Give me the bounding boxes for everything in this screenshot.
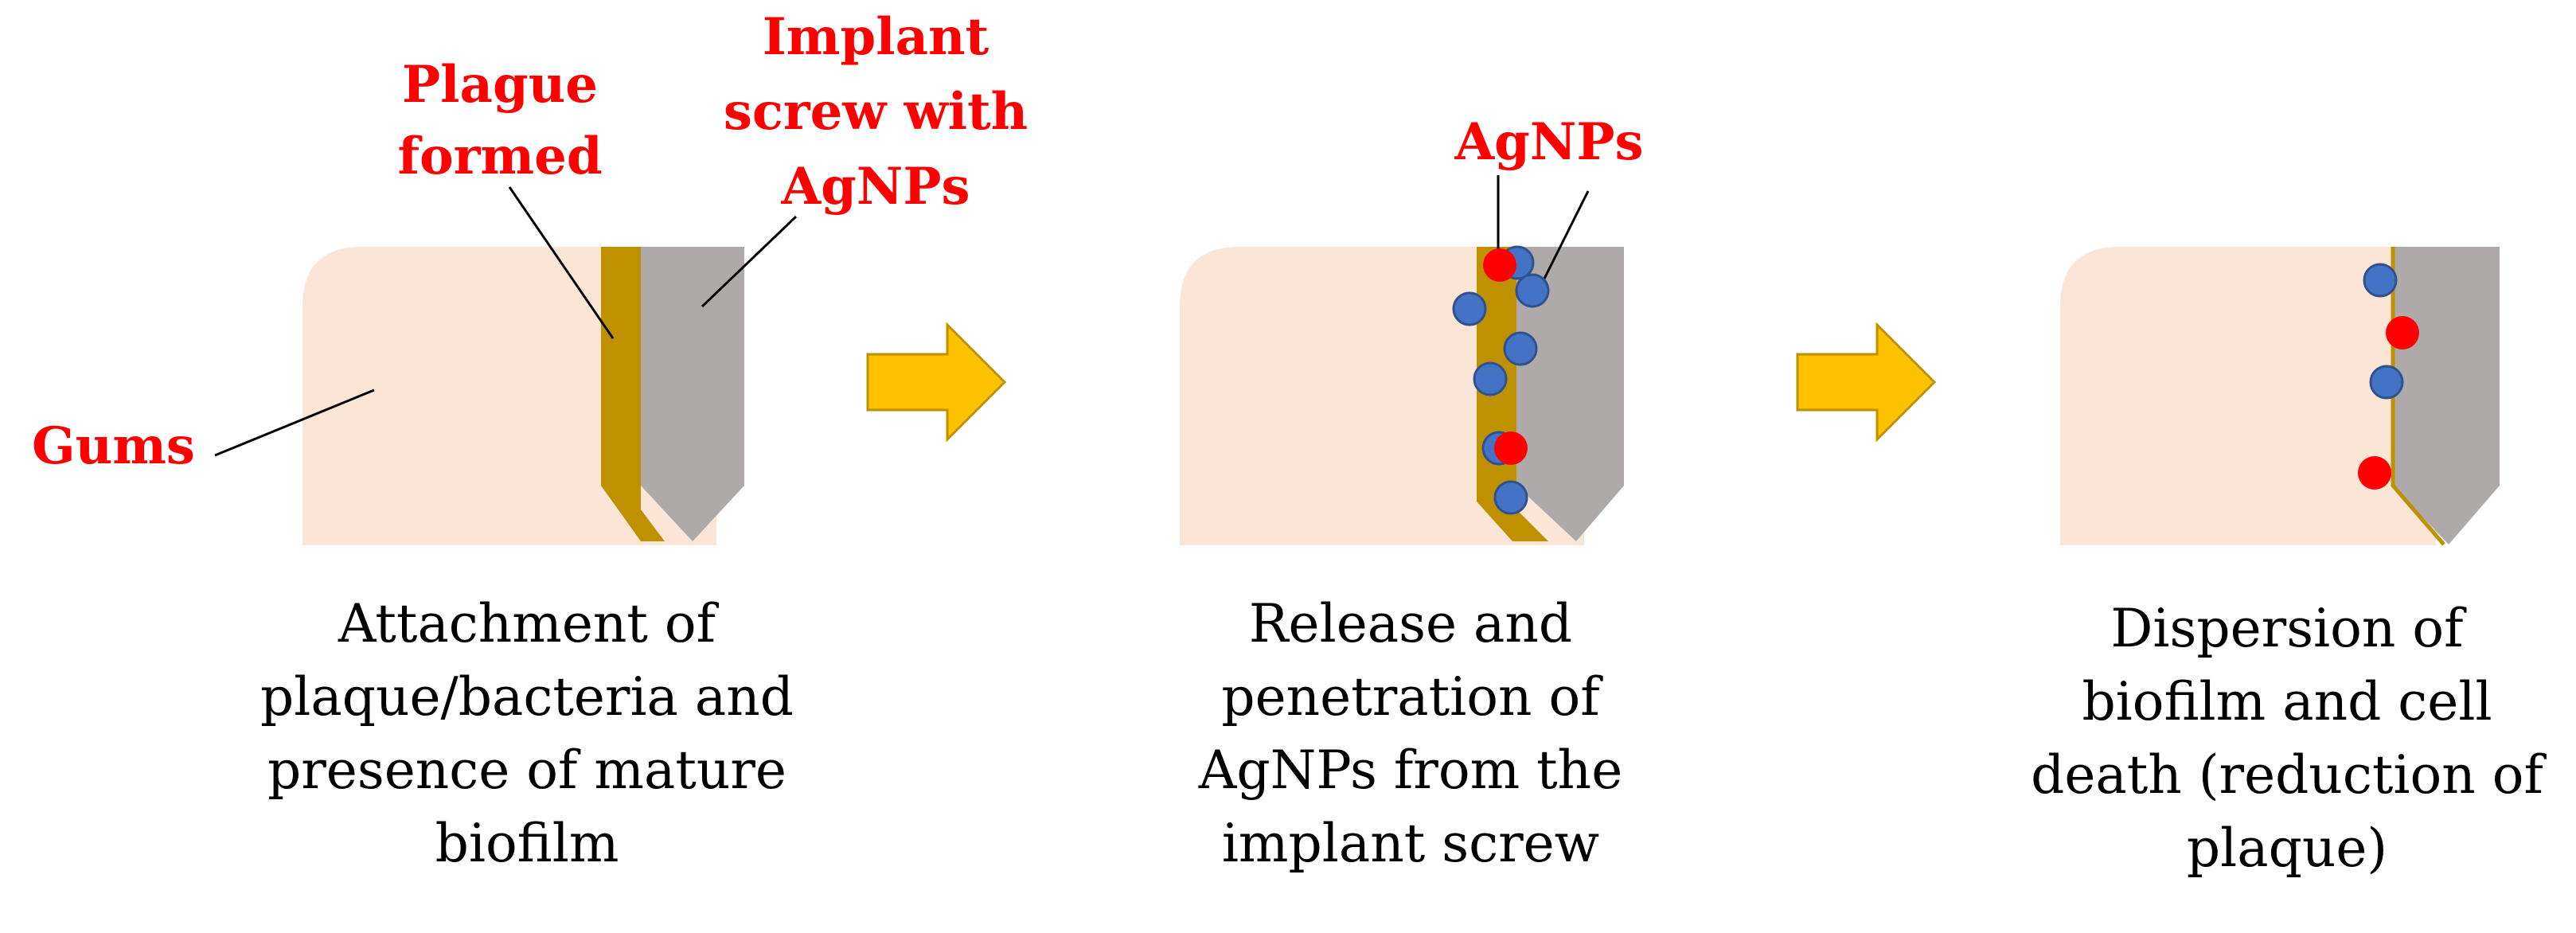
implant-label-line3: AgNPs <box>780 157 970 217</box>
caption-step1: Attachment of plaque/bacteria and presen… <box>260 593 794 874</box>
nanoparticle-blue <box>1515 273 1550 308</box>
implant-label-line2: screw with <box>724 82 1028 142</box>
agnps-label: AgNPs <box>1454 112 1643 172</box>
caption-step1-line1: Attachment of <box>338 593 720 654</box>
panel-3: Dispersion of biofilm and cell death (re… <box>2031 247 2547 879</box>
plaque-layer <box>601 247 665 541</box>
implant-label-line1: Implant <box>763 7 989 67</box>
caption-step3-line2: biofilm and cell <box>2082 671 2492 732</box>
caption-step3-line4: plaque) <box>2187 818 2387 879</box>
plague-label-line1: Plague <box>402 55 598 115</box>
caption-step1-line4: biofilm <box>435 813 619 874</box>
process-arrow-2 <box>1796 322 1937 443</box>
caption-step1-line2: plaque/bacteria and <box>260 666 794 728</box>
implant-screw <box>641 247 744 541</box>
caption-step2-line4: implant screw <box>1222 813 1599 874</box>
implant-screw <box>2393 247 2500 545</box>
nanoparticle-blue <box>1493 480 1528 515</box>
caption-step2-line1: Release and <box>1249 593 1572 654</box>
plaque-layer <box>1477 247 1548 541</box>
gum-block <box>2060 247 2436 545</box>
caption-step2: Release and penetration of AgNPs from th… <box>1198 593 1623 874</box>
caption-step3: Dispersion of biofilm and cell death (re… <box>2031 598 2547 879</box>
caption-step2-line2: penetration of <box>1221 666 1603 728</box>
nanoparticle-red <box>1494 431 1528 465</box>
nanoparticle-blue <box>1503 331 1538 366</box>
nanoparticle-blue <box>1452 291 1487 326</box>
nanoparticle-blue <box>2363 263 2398 298</box>
gums-label: Gums <box>32 416 195 476</box>
caption-step3-line3: death (reduction of <box>2031 744 2547 806</box>
implant-screw <box>1516 247 1624 541</box>
caption-step3-line1: Dispersion of <box>2110 598 2467 659</box>
implant-leader-line <box>701 215 798 308</box>
nanoparticle-red <box>2386 316 2419 349</box>
agnps-leader-line-blue <box>1539 190 1590 287</box>
caption-step2-line3: AgNPs from the <box>1198 740 1623 801</box>
gums-leader-line <box>214 388 375 457</box>
panel-2: AgNPs Release and penetration of AgNPs f… <box>1180 112 1644 874</box>
process-arrow-1 <box>866 322 1007 443</box>
plague-leader-line <box>508 186 615 339</box>
nanoparticle-blue <box>1473 361 1508 396</box>
panel-1: Gums Plague formed Implant screw with Ag… <box>32 7 1028 874</box>
nanoparticle-red <box>2358 456 2391 490</box>
plague-label-line2: formed <box>397 127 602 186</box>
caption-step1-line3: presence of mature <box>267 740 786 801</box>
nanoparticle-red <box>1483 248 1516 282</box>
nanoparticle-blue <box>2369 365 2404 400</box>
